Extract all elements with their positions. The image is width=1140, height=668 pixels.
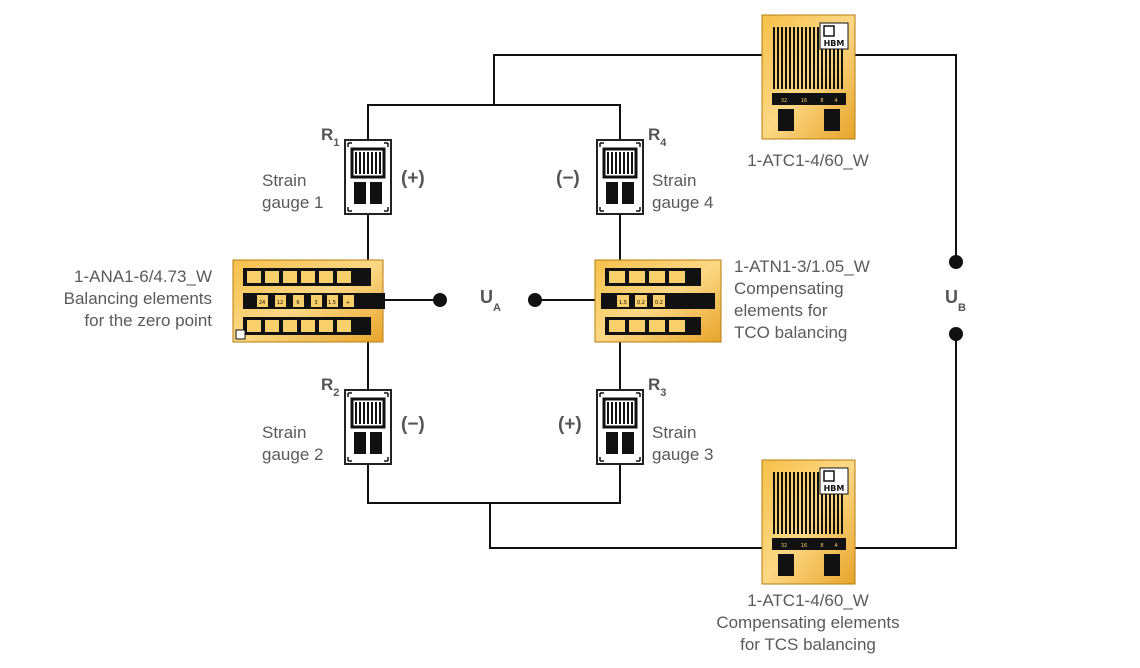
ana-num-4: 3 [314,300,317,306]
strain-gauge-2-label: Strain gauge 2 [262,422,323,466]
atc-bottom-num-1: 32 [781,543,787,549]
r2-subscript: 2 [333,387,340,400]
ub-subscript: B [958,301,966,314]
ana-num-1: 24 [259,300,265,306]
ana-label: 1-ANA1-6/4.73_W Balancing elements for t… [20,266,212,332]
wire-atc-top-to-ub [855,54,957,262]
ana-balancing-element: 24 12 6 3 1.5 + [232,259,385,343]
r4-label: R4 [648,125,667,150]
r1-label: R1 [321,125,340,150]
ana-num-6: + [346,300,350,306]
strain-gauge-2-line1: Strain [262,423,307,442]
wire-top-bridge [367,104,621,140]
ana-label-line3: for the zero point [84,311,212,330]
strain-gauge-r1 [344,139,392,215]
strain-gauge-3-line1: Strain [652,423,697,442]
atc-top-num-2: 16 [801,98,807,104]
wire-bottom-bridge [367,464,621,504]
atc-bottom-label: 1-ATC1-4/60_W Compensating elements for … [693,590,923,656]
strain-gauge-4-label: Strain gauge 4 [652,170,713,214]
ub-terminal-top [949,255,963,269]
ua-letter: U [480,287,493,307]
ub-letter: U [945,287,958,307]
strain-gauge-1-line1: Strain [262,171,307,190]
ub-terminal-bottom [949,327,963,341]
atc-element-top: HBM 32 16 8 4 [761,14,856,140]
atc-element-bottom: HBM 32 16 8 4 [761,459,856,585]
strain-gauge-4-line1: Strain [652,171,697,190]
ua-terminal-right [528,293,542,307]
atc-bottom-label-line2: Compensating elements [716,613,900,632]
ub-label: UB [945,287,966,314]
atn-label-line2: Compensating [734,279,844,298]
r4-sign: (−) [556,168,580,189]
hbm-logo-top: HBM [824,39,845,48]
r1-subscript: 1 [333,137,340,150]
atn-num-2: 0.2 [637,300,645,306]
atc-bottom-label-line3: for TCS balancing [740,635,876,654]
r4-subscript: 4 [660,137,667,150]
wires [367,54,957,549]
atn-label: 1-ATN1-3/1.05_W Compensating elements fo… [734,256,870,344]
r2-sign: (−) [401,414,425,435]
atc-top-num-4: 4 [834,98,837,104]
strain-gauge-r3 [596,389,644,465]
atn-num-3: 0.2 [655,300,663,306]
r2-label: R2 [321,375,340,400]
r1-sign: (+) [401,168,425,189]
atn-num-1: 1.5 [619,300,627,306]
atc-bottom-label-line1: 1-ATC1-4/60_W [747,591,869,610]
wire-to-atc-bottom [489,503,762,549]
ana-label-line2: Balancing elements [63,289,212,308]
atc-top-label-line1: 1-ATC1-4/60_W [747,151,869,170]
hbm-logo-bottom: HBM [824,484,845,493]
strain-gauge-1-label: Strain gauge 1 [262,170,323,214]
r4-letter: R [648,125,661,144]
ua-subscript: A [493,301,501,314]
atc-bottom-num-4: 4 [834,543,837,549]
atn-label-line4: TCO balancing [734,323,848,342]
atn-compensating-element: 1.5 0.2 0.2 [594,259,722,343]
strain-gauge-r4 [596,139,644,215]
r3-letter: R [648,375,661,394]
r3-label: R3 [648,375,667,400]
ana-num-5: 1.5 [328,300,336,306]
wire-atc-bottom-to-ub [855,334,957,549]
strain-gauge-4-line2: gauge 4 [652,193,714,212]
ana-num-3: 6 [296,300,299,306]
strain-gauge-1-line2: gauge 1 [262,193,324,212]
atc-top-num-3: 8 [820,98,823,104]
ua-label: UA [480,287,501,314]
strain-gauge-3-label: Strain gauge 3 [652,422,713,466]
ana-num-2: 12 [277,300,283,306]
atn-label-line1: 1-ATN1-3/1.05_W [734,257,870,276]
r1-letter: R [321,125,334,144]
strain-gauge-2-line2: gauge 2 [262,445,324,464]
atc-top-num-1: 32 [781,98,787,104]
r2-letter: R [321,375,334,394]
strain-gauge-3-line2: gauge 3 [652,445,714,464]
ua-terminal-left [433,293,447,307]
atn-label-line3: elements for [734,301,828,320]
r3-sign: (+) [558,414,582,435]
strain-gauge-r2 [344,389,392,465]
wire-to-atc-top [493,54,762,105]
atc-bottom-num-3: 8 [820,543,823,549]
atc-bottom-num-2: 16 [801,543,807,549]
ana-label-line1: 1-ANA1-6/4.73_W [74,267,212,286]
r3-subscript: 3 [660,387,667,400]
atc-top-label: 1-ATC1-4/60_W [728,150,888,172]
